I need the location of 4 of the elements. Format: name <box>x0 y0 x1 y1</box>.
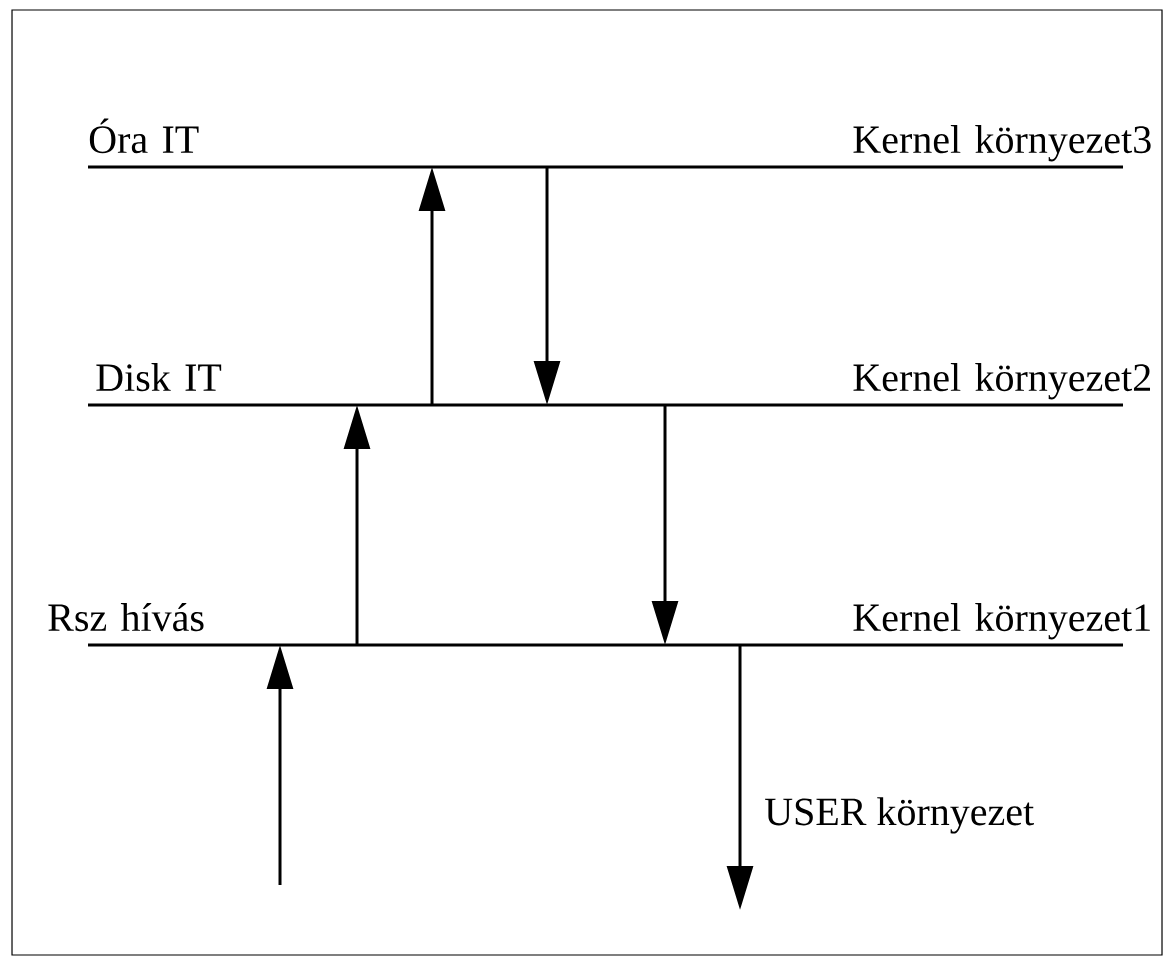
edge-label: USER környezet <box>765 797 1034 834</box>
level-line: Rsz hívás Kernel környezet1 <box>48 603 1150 647</box>
level-line: Óra IT Kernel környezet3 <box>88 118 1151 169</box>
level-line: Disk IT Kernel környezet2 <box>88 363 1150 407</box>
